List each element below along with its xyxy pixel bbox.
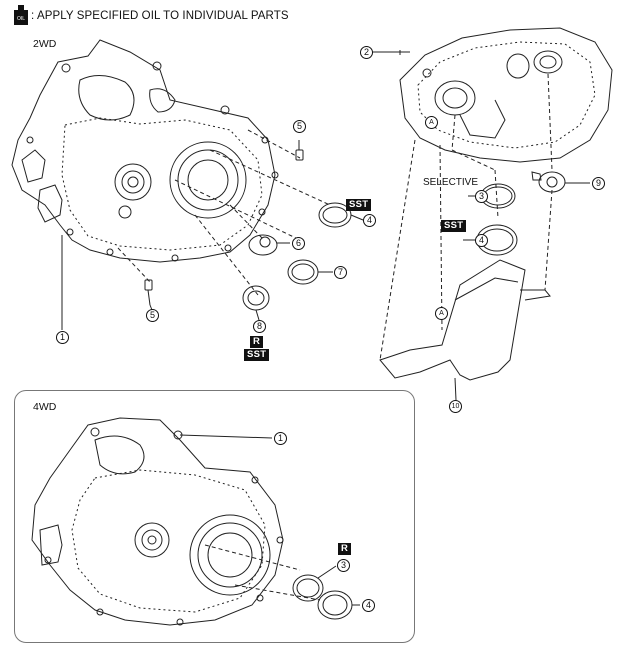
sst-tag-right: SST bbox=[441, 220, 467, 232]
callout-10: 10 bbox=[449, 400, 462, 413]
sst-tag-lower: SST bbox=[244, 349, 270, 361]
callout-4-2wd: 4 bbox=[363, 214, 376, 227]
callout-3-4wd: 3 bbox=[337, 559, 350, 572]
callout-6: 6 bbox=[292, 237, 305, 250]
callout-9: 9 bbox=[592, 177, 605, 190]
callout-1-2wd: 1 bbox=[56, 331, 69, 344]
bolt-5-upper bbox=[295, 140, 304, 161]
callout-5-lower: 5 bbox=[146, 309, 159, 322]
legend-text: : APPLY SPECIFIED OIL TO INDIVIDUAL PART… bbox=[31, 10, 289, 22]
oil-seal-4-2wd bbox=[318, 202, 364, 228]
detail-ref-a-upper: A bbox=[425, 116, 438, 129]
part-6 bbox=[248, 234, 290, 256]
sst-tag-upper: SST bbox=[346, 199, 372, 211]
oil-seal-8 bbox=[242, 285, 270, 321]
callout-7: 7 bbox=[334, 266, 347, 279]
callout-4-right: 4 bbox=[475, 234, 488, 247]
callout-2: 2 bbox=[360, 46, 373, 59]
replace-tag-2wd: R bbox=[250, 336, 264, 348]
callout-5-upper: 5 bbox=[293, 120, 306, 133]
replace-tag-4wd: R bbox=[338, 543, 352, 555]
part-7 bbox=[287, 259, 333, 285]
oil-pipe-10 bbox=[379, 259, 551, 401]
bolt-5-lower bbox=[144, 279, 153, 306]
oil-seal-4-right bbox=[463, 224, 518, 256]
oil-can-icon: OIL bbox=[13, 4, 29, 26]
transaxle-case-4wd bbox=[31, 417, 321, 626]
part-9 bbox=[531, 171, 590, 193]
callout-3-2wd: 3 bbox=[475, 190, 488, 203]
detail-ref-a-lower: A bbox=[435, 307, 448, 320]
housing-2 bbox=[370, 27, 613, 361]
oil-icon-label: OIL bbox=[17, 16, 25, 22]
section-box-4wd bbox=[14, 390, 415, 643]
selective-label: SELECTIVE bbox=[423, 177, 479, 188]
section-label-2wd: 2WD bbox=[33, 38, 57, 50]
section-label-4wd: 4WD bbox=[33, 401, 57, 413]
callout-4-4wd: 4 bbox=[362, 599, 375, 612]
callout-1-4wd: 1 bbox=[274, 432, 287, 445]
callout-8: 8 bbox=[253, 320, 266, 333]
selective-shim-3-4wd bbox=[292, 565, 337, 602]
transaxle-case-2wd bbox=[11, 39, 331, 296]
oil-seal-4-4wd bbox=[317, 590, 360, 620]
